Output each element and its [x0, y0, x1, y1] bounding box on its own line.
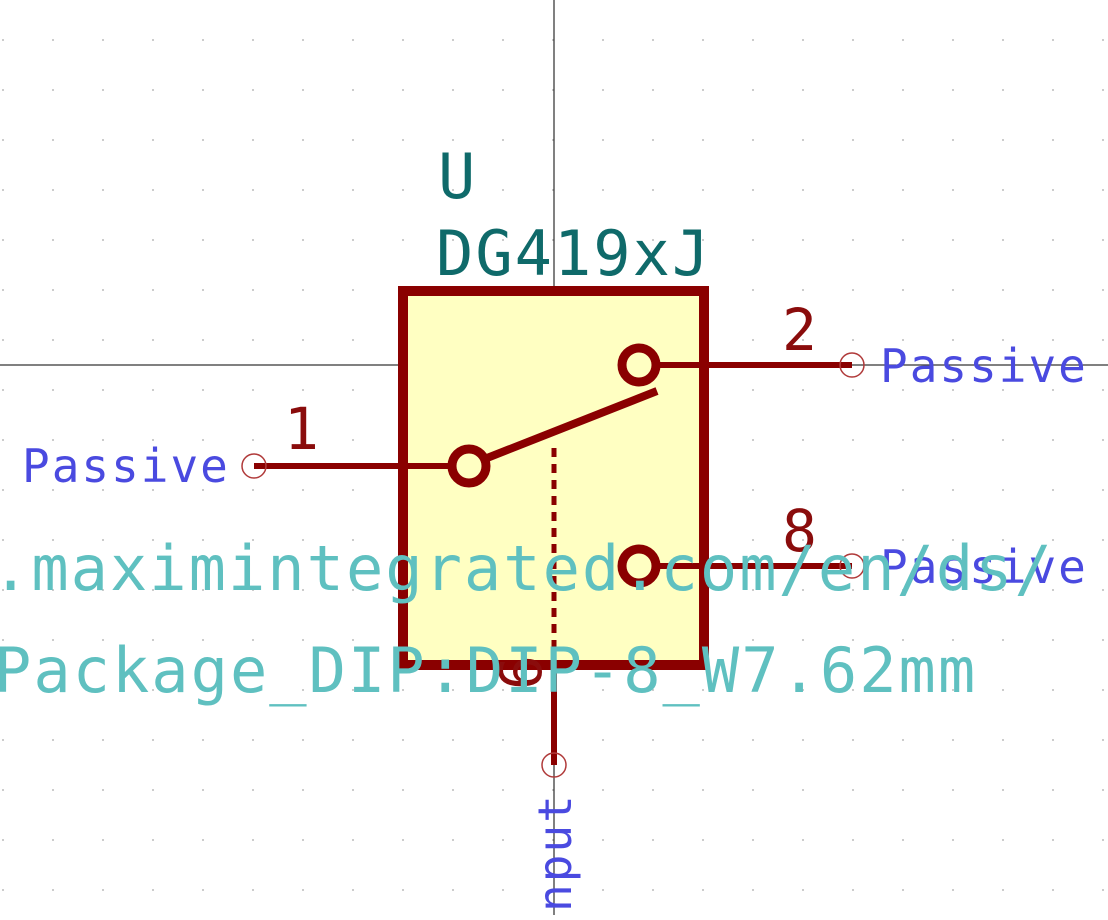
- pin1-contact-circle: [447, 444, 491, 488]
- switch-blade: [480, 387, 659, 464]
- pin2-contact-circle: [617, 343, 661, 387]
- pin8-connection-point[interactable]: [839, 553, 865, 579]
- pin1-connection-point[interactable]: [241, 453, 267, 479]
- pin1-type-label: Passive: [22, 439, 230, 493]
- pin6-connection-point[interactable]: [541, 752, 567, 778]
- datasheet-field[interactable]: .maximintegrated.com/en/ds/: [0, 532, 1054, 605]
- pin2-number: 2: [782, 296, 817, 364]
- pin6-type-label: nput: [528, 793, 582, 912]
- pin6-number: 6: [487, 655, 555, 690]
- reference-designator[interactable]: U: [438, 140, 477, 213]
- pin2-connection-point[interactable]: [839, 352, 865, 378]
- value-field[interactable]: DG419xJ: [436, 217, 711, 290]
- pin8-type-label: Passive: [880, 540, 1088, 594]
- pin8-number: 8: [782, 497, 817, 565]
- pin2-type-label: Passive: [880, 339, 1088, 393]
- pin8-contact-circle: [617, 544, 661, 588]
- pin1-number: 1: [284, 395, 319, 463]
- footprint-field[interactable]: Package_DIP:DIP-8_W7.62mm: [0, 634, 977, 707]
